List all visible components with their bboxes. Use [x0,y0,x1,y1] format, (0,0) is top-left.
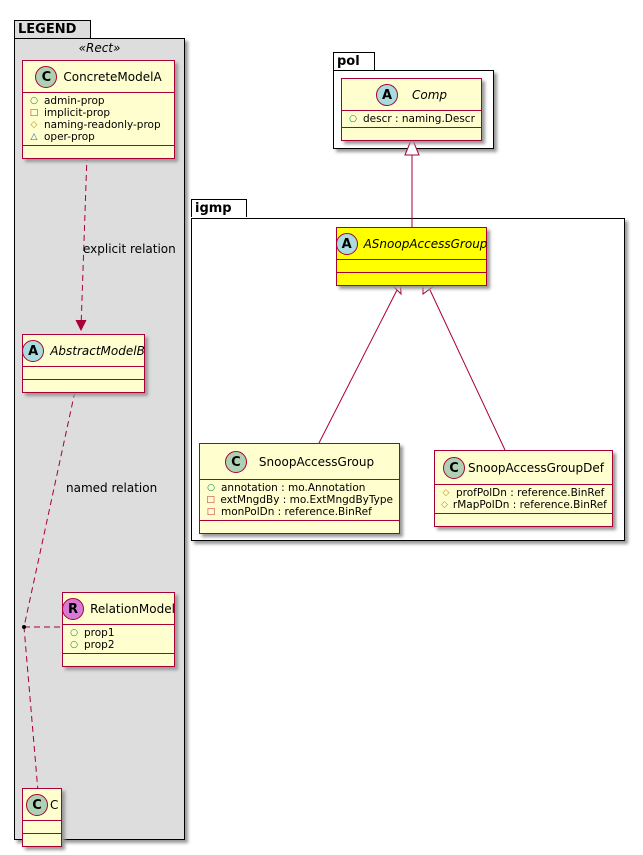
explicit-relation-label: explicit relation [83,242,176,256]
legend-package-tab: LEGEND [14,20,92,38]
attribute: ◇profPolDn : reference.BinRef [442,487,605,499]
class-icon: C [443,457,465,479]
named-relation-label: named relation [66,481,158,495]
relation-junction-dot [22,625,26,629]
class-relation-model[interactable]: R RelationModel ○prop1 ○prop2 [62,592,175,667]
class-name: Comp [411,88,448,102]
private-visibility-icon: □ [206,507,216,517]
legend-stereotype: «Rect» [78,41,121,55]
attribute: △oper-prop [30,131,95,143]
inheritance-comp-arrowhead [404,136,420,156]
attribute: ◇rMapPolDn : reference.BinRef [441,499,607,511]
private-visibility-icon: □ [29,108,39,118]
relation-icon: R [62,598,85,620]
attribute: □monPolDn : reference.BinRef [206,506,372,518]
public-visibility-icon: ○ [70,640,78,650]
explicit-relation-arrowhead [75,319,87,332]
class-name: ConcreteModelA [63,70,162,84]
pol-package-tab: pol [333,52,375,70]
package-visibility-icon: △ [30,132,38,142]
abstract-icon: A [22,340,45,362]
class-concrete-model-a[interactable]: C ConcreteModelA ○admin-prop □implicit-pr… [22,60,175,159]
public-visibility-icon: ○ [30,96,38,106]
private-visibility-icon: □ [206,495,215,505]
attribute: □extMngdBy : mo.ExtMngdByType [206,494,393,506]
legend-package [14,38,185,840]
protected-visibility-icon: ◇ [442,488,450,498]
class-name: AbstractModelB [50,344,145,358]
class-abstract-model-b[interactable]: A AbstractModelB [22,334,145,393]
class-icon: C [224,451,247,473]
protected-visibility-icon: ◇ [30,120,38,130]
class-name: ASnoopAccessGroup [363,237,488,251]
igmp-package-tab: igmp [191,199,247,217]
attribute: ○admin-prop [30,95,105,107]
class-icon: C [26,794,48,816]
inheritance-snoop-line [318,289,398,444]
abstract-icon: A [375,84,398,106]
explicit-relation-line [80,154,88,329]
class-name: C [50,798,59,812]
public-visibility-icon: ○ [207,483,215,493]
attribute: ○prop1 [70,627,115,639]
attribute: ○prop2 [70,639,115,651]
class-name: SnoopAccessGroupDef [468,461,604,475]
attribute: ○descr : naming.Descr [349,113,475,125]
abstract-icon: A [335,233,358,255]
attribute: ◇naming-readonly-prop [30,119,161,131]
attribute: □implicit-prop [29,107,111,119]
class-name: RelationModel [90,602,175,616]
class-icon: C [35,66,58,88]
class-name: SnoopAccessGroup [258,455,375,469]
attribute: ○annotation : mo.Annotation [207,482,366,494]
class-asnoop-access-group[interactable]: A ASnoopAccessGroup [335,227,488,286]
protected-visibility-icon: ◇ [441,500,448,510]
inheritance-snoopdef-line [429,289,506,451]
class-comp[interactable]: A Comp ○descr : naming.Descr [341,78,482,141]
class-snoop-access-group[interactable]: C SnoopAccessGroup ○annotation : mo.Annot… [199,443,400,534]
public-visibility-icon: ○ [70,628,78,638]
public-visibility-icon: ○ [349,114,357,124]
